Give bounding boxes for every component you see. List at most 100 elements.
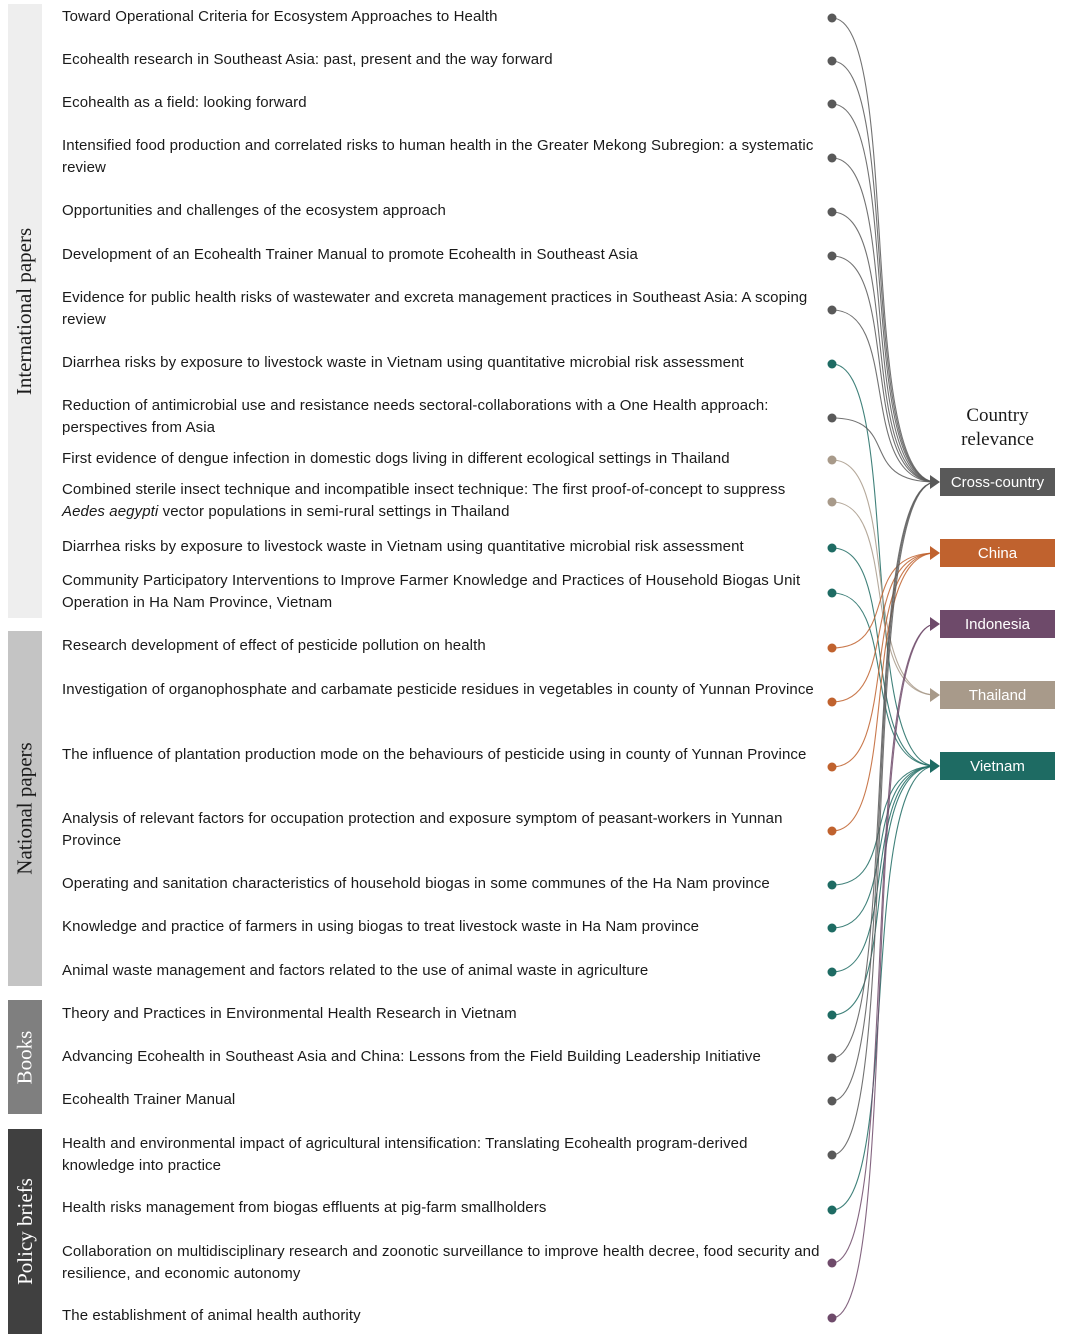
connection-dot xyxy=(827,1096,837,1106)
publication-title: Diarrhea risks by exposure to livestock … xyxy=(62,538,744,555)
publication-title: Advancing Ecohealth in Southeast Asia an… xyxy=(62,1048,761,1065)
publication-title: Ecohealth Trainer Manual xyxy=(62,1091,236,1108)
country-label: Cross-country xyxy=(950,473,1045,491)
legend-title: Country relevance xyxy=(961,405,1034,450)
connection-line xyxy=(831,765,937,1016)
publication-title: Evidence for public health risks of wast… xyxy=(62,289,808,328)
publication-title: Opportunities and challenges of the ecos… xyxy=(62,202,446,219)
connection-line xyxy=(831,309,937,483)
connection-line xyxy=(831,417,937,483)
connection-line xyxy=(831,103,937,483)
publication-title: Diarrhea risks by exposure to livestock … xyxy=(62,354,744,371)
connection-line xyxy=(831,17,937,483)
connection-line xyxy=(831,552,937,703)
arrow-head-icon xyxy=(930,617,940,631)
connection-line xyxy=(831,481,937,1059)
publication-title: Community Participatory Interventions to… xyxy=(62,572,801,611)
publication-title: Animal waste management and factors rela… xyxy=(62,962,649,979)
connection-line xyxy=(831,623,937,1264)
connection-dot xyxy=(827,56,837,66)
publication-title: Ecohealth as a field: looking forward xyxy=(62,94,307,111)
connection-line xyxy=(831,211,937,483)
publication-title: Research development of effect of pestic… xyxy=(62,637,486,654)
connection-dot xyxy=(827,1258,837,1268)
connection-line xyxy=(831,157,937,483)
connection-dot xyxy=(827,497,837,507)
category-band-international: International papers xyxy=(8,4,42,618)
publication-title: Operating and sanitation characteristics… xyxy=(62,875,770,892)
connection-dot xyxy=(827,207,837,217)
connection-dot xyxy=(827,643,837,653)
publication-title: Health risks management from biogas effl… xyxy=(62,1199,547,1216)
connection-line xyxy=(831,592,937,767)
publication-title: Ecohealth research in Southeast Asia: pa… xyxy=(62,51,553,68)
country-label: China xyxy=(977,544,1018,562)
connection-dot xyxy=(827,1205,837,1215)
publication-title: Reduction of antimicrobial use and resis… xyxy=(62,397,769,436)
publication-title: Theory and Practices in Environmental He… xyxy=(62,1005,517,1022)
arrow-head-icon xyxy=(930,688,940,702)
publication-title: First evidence of dengue infection in do… xyxy=(62,450,730,467)
connection-dot xyxy=(827,1150,837,1160)
connection-dot xyxy=(827,826,837,836)
publication-title: Knowledge and practice of farmers in usi… xyxy=(62,918,700,935)
category-band-books: Books xyxy=(8,1000,42,1114)
arrow-head-icon xyxy=(930,546,940,560)
publication-title: The establishment of animal health autho… xyxy=(62,1307,361,1324)
publication-title: Investigation of organophosphate and car… xyxy=(62,681,814,698)
connection-dot xyxy=(827,251,837,261)
connection-line xyxy=(831,363,937,767)
country-label: Vietnam xyxy=(970,757,1025,775)
category-band-national: National papers xyxy=(8,631,42,986)
connection-line xyxy=(831,552,937,768)
connection-dot xyxy=(827,1313,837,1323)
country-box-vietnam: Vietnam xyxy=(940,752,1055,780)
connection-dot xyxy=(827,880,837,890)
connection-line xyxy=(831,552,937,649)
country-label: Thailand xyxy=(968,686,1027,704)
connection-dot xyxy=(827,1010,837,1020)
arrow-head-icon xyxy=(930,759,940,773)
title-part: vector populations in semi-rural setting… xyxy=(158,503,510,520)
connection-line xyxy=(831,623,937,1319)
country-box-china: China xyxy=(940,539,1055,567)
country-box-cross-country: Cross-country xyxy=(940,468,1055,496)
connection-line xyxy=(831,481,937,1156)
country-label: Indonesia xyxy=(964,615,1031,633)
connection-line xyxy=(831,481,937,1102)
publication-title: Analysis of relevant factors for occupat… xyxy=(62,810,783,849)
country-box-thailand: Thailand xyxy=(940,681,1055,709)
connection-line xyxy=(831,765,937,973)
publication-title: Collaboration on multidisciplinary resea… xyxy=(62,1243,820,1282)
publication-title: Health and environmental impact of agric… xyxy=(62,1135,748,1174)
connection-line xyxy=(831,255,937,483)
publication-title: Intensified food production and correlat… xyxy=(62,137,814,176)
connection-dot xyxy=(827,153,837,163)
connection-dot xyxy=(827,697,837,707)
connection-dot xyxy=(827,762,837,772)
publication-title: Toward Operational Criteria for Ecosyste… xyxy=(62,8,498,25)
connection-dot xyxy=(827,99,837,109)
connection-dot xyxy=(827,967,837,977)
connection-line xyxy=(831,459,937,696)
publication-title: The influence of plantation production m… xyxy=(62,746,807,763)
connection-dot xyxy=(827,13,837,23)
connection-dot xyxy=(827,359,837,369)
connection-line xyxy=(831,765,937,929)
connection-dot xyxy=(827,923,837,933)
publication-title: Combined sterile insect technique and in… xyxy=(62,479,822,523)
category-band-policy-briefs: Policy briefs xyxy=(8,1129,42,1334)
connection-dot xyxy=(827,413,837,423)
connection-line xyxy=(831,765,937,1211)
connection-line xyxy=(831,552,937,832)
publication-title: Development of an Ecohealth Trainer Manu… xyxy=(62,246,638,263)
country-box-indonesia: Indonesia xyxy=(940,610,1055,638)
connection-dot xyxy=(827,305,837,315)
connection-dot xyxy=(827,543,837,553)
connection-line xyxy=(831,60,937,483)
connection-line xyxy=(831,501,937,696)
connection-dot xyxy=(827,1053,837,1063)
arrow-head-icon xyxy=(930,475,940,489)
title-part: Combined sterile insect technique and in… xyxy=(62,481,786,498)
